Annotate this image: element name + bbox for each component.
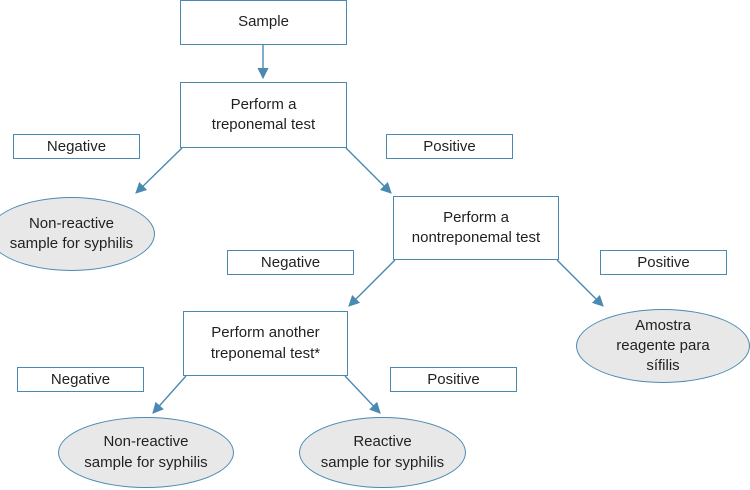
arrow-another-to-nonreactive (152, 375, 187, 414)
sample-text: Sample (238, 13, 289, 31)
negative-label-3: Negative (17, 367, 144, 392)
treponemal-test-text: Perform a treponemal test (211, 95, 316, 133)
sample-box: Sample (180, 0, 347, 45)
amostra-reagente-ellipse: Amostra reagente para sífilis (576, 309, 750, 383)
arrow-nontreponemal-to-another (348, 259, 396, 307)
amostra-reagente-text: Amostra reagente para sífilis (616, 316, 710, 375)
arrow-treponemal-to-nontreponemal (345, 147, 392, 194)
positive-label-2: Positive (600, 250, 727, 275)
nonreactive-text-1: Non-reactive sample for syphilis (9, 214, 134, 252)
positive-label-2-text: Positive (637, 254, 690, 271)
negative-label-3-text: Negative (50, 371, 111, 388)
negative-label-2-text: Negative (260, 254, 321, 271)
reactive-ellipse: Reactive sample for syphilis (299, 417, 466, 488)
arrow-nontreponemal-to-amostra (556, 259, 604, 307)
arrow-treponemal-to-nonreactive (135, 147, 183, 194)
nonreactive-ellipse-1: Non-reactive sample for syphilis (0, 197, 155, 271)
negative-label-1-text: Negative (46, 138, 107, 155)
nonreactive-ellipse-2: Non-reactive sample for syphilis (58, 417, 234, 488)
nonreactive-text-2: Non-reactive sample for syphilis (84, 433, 208, 471)
nontreponemal-test-text: Perform a nontreponemal test (411, 208, 541, 246)
positive-label-1: Positive (386, 134, 513, 159)
negative-label-1: Negative (13, 134, 140, 159)
positive-label-3-text: Positive (427, 371, 480, 388)
negative-label-2: Negative (227, 250, 354, 275)
another-treponemal-test-text: Perform another treponemal test* (210, 324, 321, 362)
reactive-text: Reactive sample for syphilis (320, 433, 445, 471)
positive-label-3: Positive (390, 367, 517, 392)
treponemal-test-box: Perform a treponemal test (180, 82, 347, 148)
nontreponemal-test-box: Perform a nontreponemal test (393, 196, 559, 260)
another-treponemal-test-box: Perform another treponemal test* (183, 311, 348, 376)
positive-label-1-text: Positive (423, 138, 476, 155)
arrow-another-to-reactive (344, 375, 381, 414)
